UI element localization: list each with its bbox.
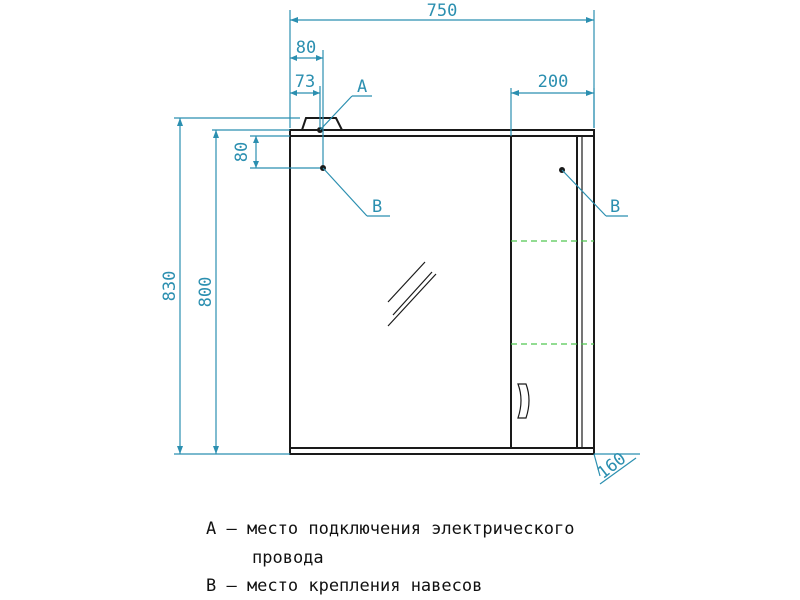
top-panel — [289, 129, 595, 137]
dim-cabinet-width: 200 — [538, 72, 569, 92]
mirror-glare-2 — [392, 271, 433, 316]
legend-line-a-cont: провода — [252, 548, 324, 568]
lamp — [301, 117, 343, 131]
bottom-panel — [289, 447, 595, 455]
door-handle — [517, 383, 530, 419]
marker-b-left-label: B — [372, 197, 382, 217]
legend-line-b: В – место крепления навесов — [206, 576, 483, 596]
marker-a-label: A — [357, 77, 367, 97]
cabinet-door — [510, 135, 578, 449]
dim-top-offset-80: 80 — [232, 142, 252, 162]
legend-line-a: А – место подключения электрического — [206, 519, 575, 539]
marker-leaders: A B B — [319, 77, 628, 217]
mirror-glare-3 — [387, 273, 437, 327]
dim-total-width: 750 — [427, 1, 458, 21]
cabinet-outline — [289, 117, 595, 455]
dimension-lines: 750 80 73 200 80 830 — [160, 1, 640, 485]
dim-offset-80: 80 — [296, 38, 316, 58]
marker-b-right-label: B — [610, 197, 620, 217]
dim-body-height: 800 — [196, 277, 216, 308]
dim-offset-73: 73 — [295, 72, 315, 92]
dim-total-height: 830 — [160, 271, 180, 302]
mirror-glare-1 — [387, 261, 426, 303]
